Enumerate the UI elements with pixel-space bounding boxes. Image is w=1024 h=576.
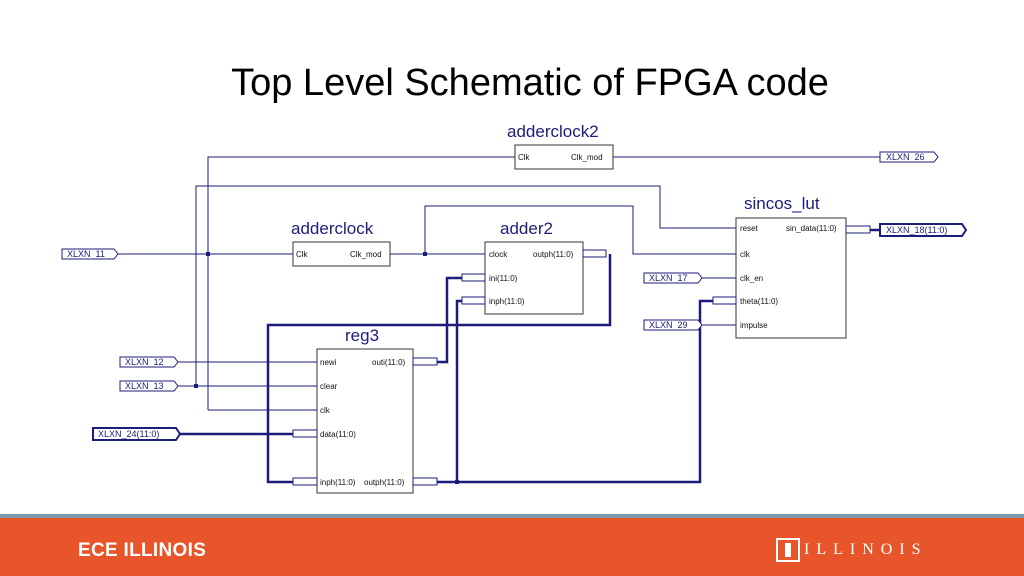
pin-label: outph(11:0): [364, 478, 405, 487]
junction-dot: [455, 480, 459, 484]
io-marker-xlxn26: [879, 151, 939, 163]
bus-pin: [292, 429, 318, 438]
io-marker-xlxn13: [119, 380, 179, 392]
io-marker-xlxn12: [119, 356, 179, 368]
illinois-block-i-icon: [776, 538, 800, 562]
pin-label: inph(11:0): [489, 297, 525, 306]
bus-pin: [412, 357, 438, 366]
bus-pin: [412, 477, 438, 486]
io-label: XLXN_18(11:0): [886, 225, 947, 235]
pin-label: Clk: [518, 153, 531, 162]
io-marker-xlxn17: [643, 272, 703, 284]
bus-pin: [712, 296, 737, 305]
bus-outi-to-ini: [437, 276, 485, 364]
io-marker-xlxn11: [61, 248, 119, 260]
pin-label: sin_data(11:0): [786, 224, 837, 233]
pin-label: Clk_mod: [350, 250, 382, 259]
block-adder2[interactable]: [484, 241, 584, 315]
footer-illinois-text: ILLINOIS: [804, 541, 928, 558]
wire-clk-to-lut: [424, 205, 736, 255]
pin-label: clk_en: [740, 274, 763, 283]
junction-dot: [423, 252, 427, 256]
pin-label: Clk: [296, 250, 309, 259]
block-name-adder2: adder2: [500, 219, 553, 238]
bus-pin: [461, 296, 486, 305]
footer-illinois-logo: ILLINOIS: [776, 538, 928, 562]
junction-dot: [194, 384, 198, 388]
io-label: XLXN_11: [67, 249, 105, 259]
block-adderclock[interactable]: [292, 241, 391, 267]
slide-title: Top Level Schematic of FPGA code: [231, 62, 829, 104]
schematic-diagram: .w { stroke: #1c1c7a; stroke-width: 1; f…: [61, 122, 968, 494]
pin-label: outph(11:0): [533, 250, 574, 259]
block-sincos-lut[interactable]: [735, 217, 847, 339]
block-name-adderclock: adderclock: [291, 219, 374, 238]
bus-outph-to-inph: [437, 299, 485, 484]
footer-bar: [0, 518, 1024, 576]
footer-divider: [0, 514, 1024, 518]
block-name-sincos-lut: sincos_lut: [744, 194, 820, 213]
io-label: XLXN_26: [886, 152, 925, 162]
footer-ece-illinois: ECE ILLINOIS: [78, 540, 207, 561]
block-adderclock2[interactable]: [514, 144, 614, 170]
bus-pin: [292, 477, 318, 486]
bus-pin: [461, 273, 486, 282]
pin-label: clock: [489, 250, 508, 259]
io-marker-xlxn18: [879, 223, 968, 237]
pin-label: inph(11:0): [320, 478, 356, 487]
pin-label: outi(11:0): [372, 358, 406, 367]
junction-dot: [206, 252, 210, 256]
pin-label: clk: [320, 406, 331, 415]
bus-pin: [582, 249, 607, 258]
pin-label: impulse: [740, 321, 768, 330]
io-label: XLXN_29: [649, 320, 688, 330]
wire-clear-net: [178, 185, 736, 387]
io-marker-xlxn24: [92, 427, 182, 441]
pin-label: Clk_mod: [571, 153, 603, 162]
block-reg3[interactable]: [316, 348, 414, 494]
pin-label: newi: [320, 358, 337, 367]
bus-outph-to-reg3: [266, 254, 612, 484]
pin-label: data(11:0): [320, 430, 356, 439]
block-name-adderclock2: adderclock2: [507, 122, 599, 141]
io-label: XLXN_17: [649, 273, 688, 283]
wire-clk-net: [207, 156, 515, 410]
pin-label: clear: [320, 382, 338, 391]
pin-label: clk: [740, 250, 751, 259]
block-name-reg3: reg3: [345, 326, 379, 345]
io-label: XLXN_13: [125, 381, 164, 391]
io-label: XLXN_24(11:0): [98, 429, 159, 439]
bus-pin: [845, 225, 871, 234]
pin-label: theta(11:0): [740, 297, 778, 306]
io-marker-xlxn29: [643, 319, 703, 331]
pin-label: reset: [740, 224, 759, 233]
pin-label: ini(11:0): [489, 274, 518, 283]
io-label: XLXN_12: [125, 357, 164, 367]
